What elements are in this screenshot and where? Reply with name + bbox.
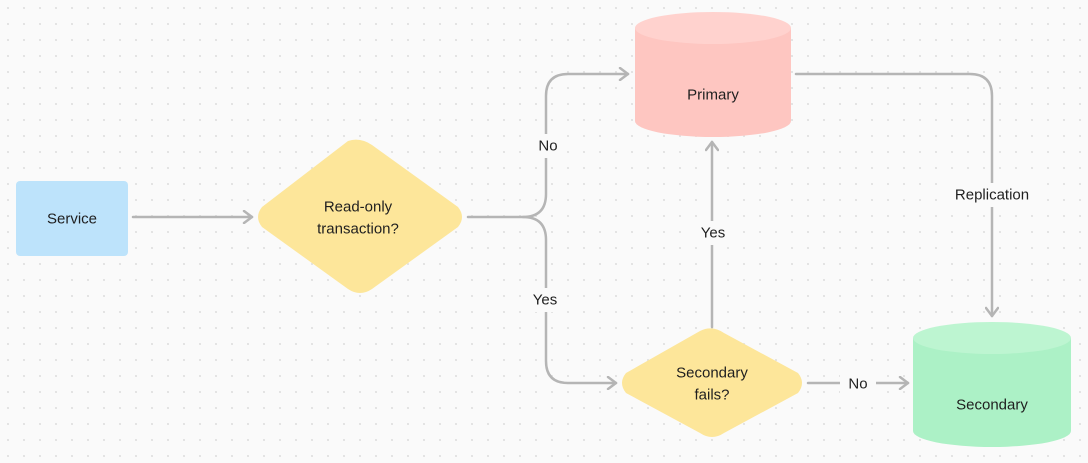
secondary-cylinder-top: [913, 322, 1071, 354]
svg-text:No: No: [538, 138, 557, 155]
secondary-label: Secondary: [956, 397, 1028, 414]
read-only-decision: Read-only transaction?: [258, 139, 462, 293]
svg-text:Yes: Yes: [701, 225, 725, 242]
edge-label-yes-secondary-fails: Yes: [526, 288, 564, 312]
primary-cylinder-top: [635, 12, 791, 44]
secondary-fails-label-line2: fails?: [694, 387, 729, 404]
secondary-fails-label-line1: Secondary: [676, 365, 748, 382]
read-only-diamond: [258, 139, 462, 293]
read-only-label-line1: Read-only: [324, 199, 393, 216]
service-label: Service: [47, 211, 97, 228]
secondary-fails-diamond: [622, 328, 802, 437]
svg-text:Replication: Replication: [955, 187, 1029, 204]
edge-readonly-to-secondary-fails: [521, 215, 618, 383]
secondary-database: Secondary: [913, 322, 1071, 447]
read-only-label-line2: transaction?: [317, 221, 399, 238]
secondary-cylinder-body: [913, 338, 1071, 447]
primary-label: Primary: [687, 87, 739, 104]
service-box: [16, 181, 128, 256]
primary-cylinder-body: [635, 28, 791, 137]
edge-label-no-secondary: No: [840, 372, 876, 396]
edge-label-no-primary: No: [532, 134, 564, 158]
svg-text:No: No: [848, 376, 867, 393]
secondary-fails-decision: Secondary fails?: [622, 328, 802, 437]
service-node: Service: [16, 181, 128, 256]
edge-primary-replication-to-secondary: [794, 72, 992, 318]
svg-text:Yes: Yes: [533, 292, 557, 309]
edge-label-yes-primary: Yes: [693, 221, 733, 245]
primary-database: Primary: [635, 12, 791, 137]
edge-label-replication: Replication: [944, 183, 1040, 207]
